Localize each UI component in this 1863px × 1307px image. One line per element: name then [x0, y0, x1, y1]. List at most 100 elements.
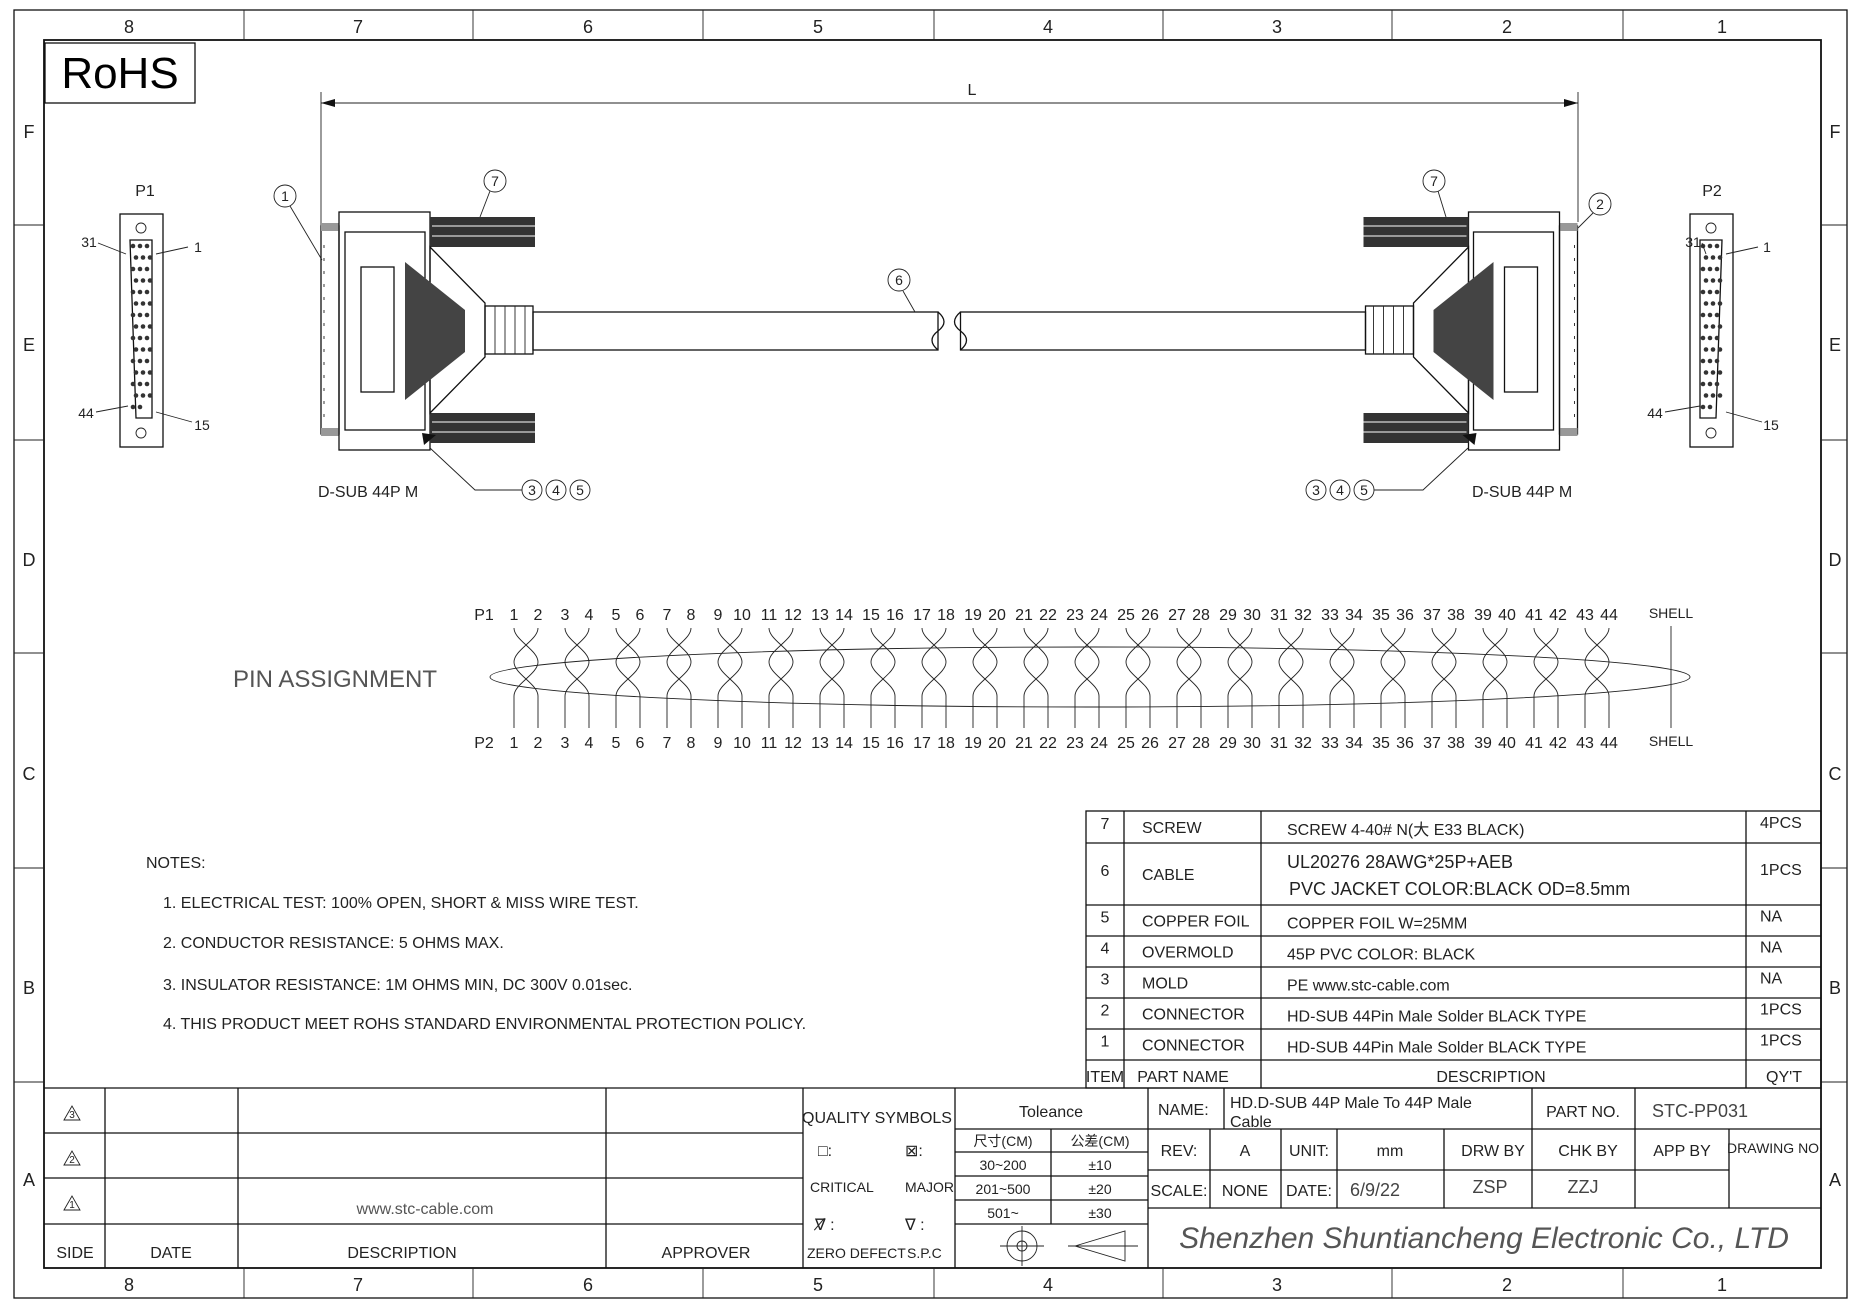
p1-pin-label: 18 [937, 607, 955, 624]
p2-pin-label: 19 [964, 735, 982, 752]
bom-part-name: MOLD [1142, 976, 1188, 993]
p2-pin-label: 29 [1219, 735, 1237, 752]
frame-column-label: 1 [1717, 17, 1727, 37]
p2-pin-label: 38 [1447, 735, 1465, 752]
bom-description: PE www.stc-cable.com [1287, 978, 1450, 995]
chk-by-value: ZZJ [1568, 1177, 1599, 1197]
tolerance-value-1: ±10 [1088, 1157, 1111, 1173]
pin-dot [137, 289, 143, 295]
pin-dot [140, 347, 146, 352]
pin-dot [147, 301, 153, 306]
bom-qty: 4PCS [1760, 815, 1802, 832]
twisted-pair [564, 627, 590, 728]
p1-pin-label: 8 [687, 607, 696, 624]
callout-4-left: 4 [552, 482, 560, 498]
twisted-pair [972, 627, 998, 728]
p1-pin-label: 16 [886, 607, 904, 624]
p2-pin-label: 44 [1600, 735, 1618, 752]
p2-pin-label: 18 [937, 735, 955, 752]
twisted-pair [1533, 627, 1559, 728]
frame-column-label: 7 [353, 1275, 363, 1295]
p2-pin-label: 39 [1474, 735, 1492, 752]
pin-dot [1703, 301, 1709, 306]
pin-dot [144, 289, 150, 295]
date-value: 6/9/22 [1350, 1180, 1400, 1200]
p1-face-label: P1 [135, 183, 155, 200]
p2-pin-label: 33 [1321, 735, 1339, 752]
bom-qty: NA [1760, 971, 1783, 988]
p1-pin-label: 41 [1525, 607, 1543, 624]
p2-pin-label: 6 [636, 735, 645, 752]
p1-pin-1: 1 [194, 239, 202, 255]
bom-header-item: ITEM [1086, 1069, 1124, 1086]
pin-dot [130, 243, 136, 249]
callout-7-right: 7 [1430, 173, 1438, 189]
revision-marker-1: 1 [69, 1200, 75, 1211]
note-3: 3. INSULATOR RESISTANCE: 1M OHMS MIN, DC… [163, 977, 632, 994]
rev-label: REV: [1161, 1143, 1198, 1160]
p1-pin-label: 19 [964, 607, 982, 624]
twisted-pair [1227, 627, 1253, 728]
p2-pin-label: 36 [1396, 735, 1414, 752]
bom-qty: 1PCS [1760, 1033, 1802, 1050]
frame-column-label: 1 [1717, 1275, 1727, 1295]
pin-dot [1703, 370, 1709, 375]
drw-by-label: DRW BY [1461, 1143, 1525, 1160]
p2-pin-label: 26 [1141, 735, 1159, 752]
frame-row-label: F [24, 122, 35, 142]
p1-pin-label: 20 [988, 607, 1006, 624]
twisted-pair [870, 627, 896, 729]
twisted-pair [1431, 627, 1457, 729]
scale-value: NONE [1222, 1183, 1268, 1200]
frame-column-label: 5 [813, 17, 823, 37]
p2-pin-label: 43 [1576, 735, 1594, 752]
pin-dot [140, 370, 146, 375]
p2-pin-label: 24 [1090, 735, 1108, 752]
frame-row-label: B [1829, 978, 1841, 998]
twisted-pair [819, 627, 845, 728]
p1-pin-label: 31 [1270, 607, 1288, 624]
twisted-pair [513, 627, 539, 728]
header-approver: APPROVER [662, 1245, 751, 1262]
frame-row-label: E [1829, 335, 1841, 355]
p2-pin-label: 17 [913, 735, 931, 752]
frame-row-label: A [23, 1170, 35, 1190]
note-2: 2. CONDUCTOR RESISTANCE: 5 OHMS MAX. [163, 935, 504, 952]
p1-pin-label: 4 [585, 607, 594, 624]
p1-pin-label: 36 [1396, 607, 1414, 624]
pin-dot [1700, 335, 1706, 341]
pin-dot [140, 324, 146, 329]
p1-pin-label: 23 [1066, 607, 1084, 624]
bom-description: SCREW 4-40# N(大 E33 BLACK) [1287, 821, 1524, 839]
p2-pin-label: 37 [1423, 735, 1441, 752]
tolerance-range-3: 501~ [987, 1205, 1019, 1221]
twisted-pair [666, 627, 692, 728]
quality-spc-symbol: ∇ : [904, 1217, 925, 1234]
pin-dot [1714, 335, 1720, 341]
p1-pin-label: 10 [733, 607, 751, 624]
pin-dot [1714, 289, 1720, 295]
p1-pin-label: 39 [1474, 607, 1492, 624]
frame-row-label: E [23, 335, 35, 355]
p2-pin-label: 23 [1066, 735, 1084, 752]
p2-pin-label: 25 [1117, 735, 1135, 752]
name-value-line2: Cable [1230, 1114, 1272, 1131]
twisted-pair [1023, 627, 1049, 728]
pin-dot [140, 278, 146, 283]
pin-dot [137, 266, 143, 272]
bom-item: 4 [1101, 941, 1110, 958]
p2-pin-label: 10 [733, 735, 751, 752]
p2-pin-label: 13 [811, 735, 829, 752]
pin-dot [1707, 243, 1713, 249]
bom-description: HD-SUB 44Pin Male Solder BLACK TYPE [1287, 1009, 1586, 1026]
pin-dot [137, 312, 143, 318]
pin-dot [130, 381, 136, 387]
pin-dot [1707, 312, 1713, 318]
bom-description: UL20276 28AWG*25P+AEB [1287, 852, 1513, 872]
p1-pin-label: 2 [534, 607, 543, 624]
pin-dot [133, 347, 139, 352]
drawing-no-label: DRAWING NO. [1727, 1140, 1823, 1156]
pin-dot [1714, 312, 1720, 318]
